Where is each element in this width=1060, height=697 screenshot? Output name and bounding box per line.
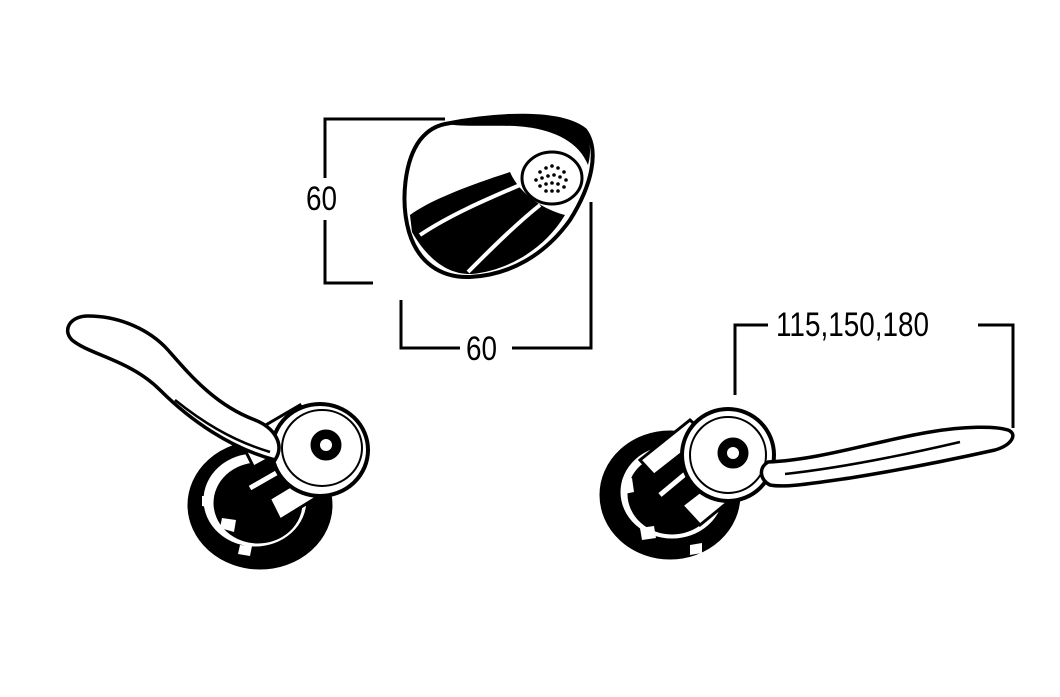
left-lever (66, 314, 281, 463)
rose-top-band (445, 114, 591, 165)
spray-nozzles (534, 164, 568, 193)
tap-handle-left (66, 314, 370, 570)
dimension-head-width (399, 202, 593, 350)
dim-label-height: 60 (306, 180, 338, 218)
rose-highlight-1 (418, 183, 521, 237)
dim-label-width: 60 (466, 330, 498, 368)
spray-face (520, 150, 584, 206)
dimension-lever-length (733, 323, 1015, 428)
rose-highlight-2 (466, 203, 542, 274)
rose-body-shading (410, 172, 565, 275)
shower-rose-head (402, 113, 595, 280)
dimension-head-height (323, 117, 445, 285)
dim-label-lever-length: 115,150,180 (776, 306, 929, 344)
tap-handle-right (599, 407, 1015, 560)
